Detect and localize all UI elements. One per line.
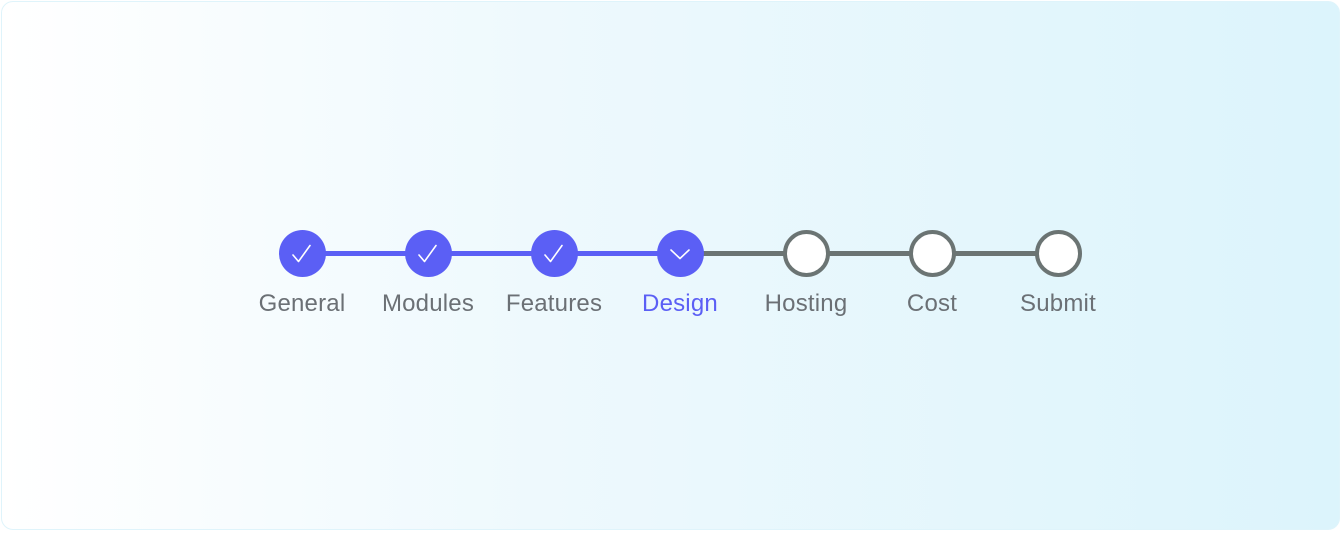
chevron-down-icon: [670, 248, 690, 259]
step-design[interactable]: Design: [620, 230, 740, 318]
step-label: Submit: [1020, 290, 1096, 317]
step-label: Hosting: [764, 290, 848, 317]
step-features[interactable]: Features: [494, 230, 614, 318]
checkmark-icon: [292, 244, 311, 262]
step-indicator: [404, 230, 452, 277]
step-indicator: [278, 230, 326, 277]
empty-circle-icon: [782, 230, 830, 277]
empty-circle-icon: [1034, 230, 1082, 277]
step-indicator: [656, 230, 704, 277]
connector-1-2: [302, 251, 428, 256]
connector-5-6: [806, 251, 932, 256]
step-label: Features: [505, 290, 603, 317]
connector-3-4: [554, 251, 680, 256]
step-cost[interactable]: Cost: [872, 230, 992, 318]
step-submit[interactable]: Submit: [998, 230, 1118, 318]
step-label: Cost: [906, 290, 958, 317]
step-general[interactable]: General: [242, 230, 362, 318]
checkmark-icon: [418, 244, 437, 262]
step-indicator: [530, 230, 578, 277]
empty-circle-icon: [908, 230, 956, 277]
step-label: General: [258, 290, 346, 317]
checkmark-icon: [544, 244, 563, 262]
step-label: Modules: [381, 290, 475, 317]
step-label: Design: [642, 290, 718, 317]
step-hosting[interactable]: Hosting: [746, 230, 866, 318]
connector-6-7: [932, 251, 1058, 256]
step-modules[interactable]: Modules: [368, 230, 488, 318]
connector-2-3: [428, 251, 554, 256]
connector-4-5: [680, 251, 806, 256]
